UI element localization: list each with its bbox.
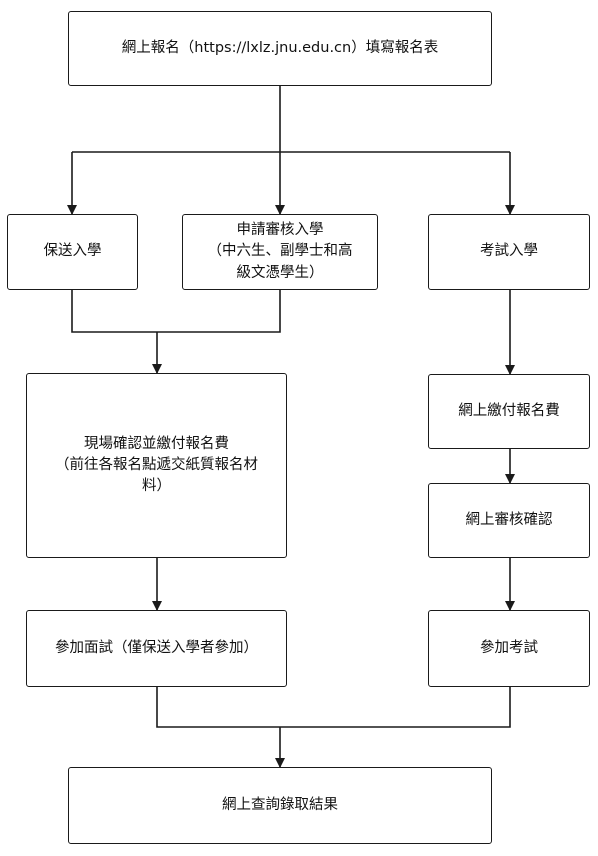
node-interview: 參加面試（僅保送入學者參加） [26,610,287,687]
node-recommend-text: 保送入學 [43,243,102,260]
node-results-text: 網上查詢錄取結果 [222,796,338,813]
node-apply-line1: 申請審核入學 [236,222,324,239]
node-apply: 申請審核入學 （中六生、副學士和高 級文憑學生） [182,214,378,290]
node-apply-line2: （中六生、副學士和高 [207,243,353,260]
node-onsite-line3: 料） [142,478,171,494]
node-register: 網上報名（https://lxlz.jnu.edu.cn）填寫報名表 [68,11,492,86]
node-exam: 考試入學 [428,214,590,290]
node-register-text: 網上報名（https://lxlz.jnu.edu.cn）填寫報名表 [121,39,439,56]
node-review-online: 網上審核確認 [428,483,590,558]
node-interview-text: 參加面試（僅保送入學者參加） [55,639,258,656]
node-onsite-line1: 現場確認並繳付報名費 [84,435,229,452]
node-onsite-line2: （前往各報名點遞交紙質報名材 [55,456,258,473]
node-apply-line3: 級文憑學生） [236,264,324,281]
node-take-exam: 參加考試 [428,610,590,687]
node-recommend: 保送入學 [7,214,138,290]
node-pay-online-text: 網上繳付報名費 [458,402,560,419]
node-pay-online: 網上繳付報名費 [428,374,590,449]
connector-bottom-merge [156,687,511,728]
connector-left-merge [71,290,281,333]
node-onsite: 現場確認並繳付報名費 （前往各報名點遞交紙質報名材 料） [26,373,287,558]
node-take-exam-text: 參加考試 [480,639,538,656]
node-review-online-text: 網上審核確認 [465,511,553,528]
node-results: 網上查詢錄取結果 [68,767,492,844]
node-exam-text: 考試入學 [480,243,538,260]
